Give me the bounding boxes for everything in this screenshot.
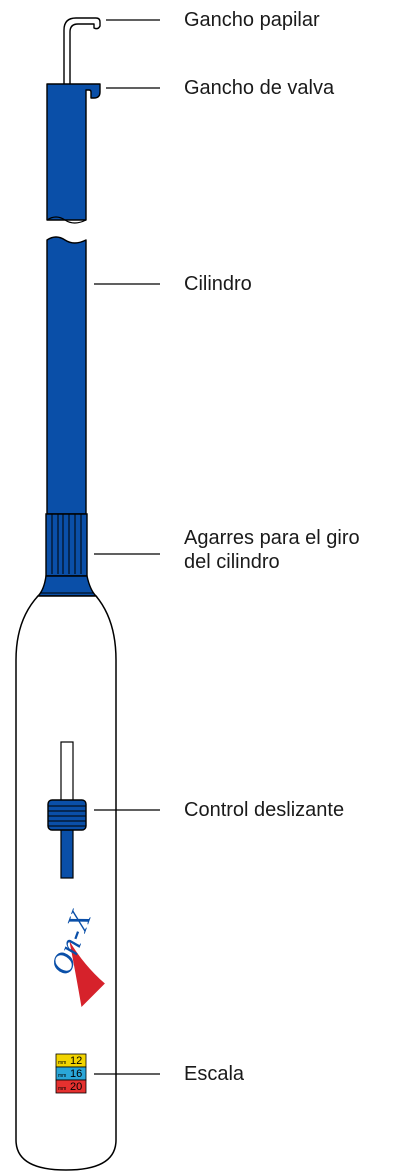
slider-knob[interactable] (47, 799, 87, 831)
label-cylinder: Cilindro (184, 273, 252, 295)
svg-text:mm: mm (58, 1073, 66, 1079)
rotation-grips (36, 513, 98, 597)
svg-text:20: 20 (70, 1081, 82, 1093)
svg-text:16: 16 (70, 1068, 82, 1080)
papillary-hook (63, 17, 101, 87)
handle-body (15, 595, 117, 1171)
label-scale: Escala (184, 1063, 245, 1085)
leader-lines (94, 19, 160, 1075)
scale-marker: 12 16 20 mm mm mm (55, 1053, 87, 1094)
cylinder-upper (46, 83, 101, 221)
svg-text:12: 12 (70, 1055, 82, 1067)
slider-track (60, 741, 74, 803)
label-grips-line1: Agarres para el giro (184, 527, 360, 549)
label-grips: Agarres para el giro del cilindro (184, 526, 360, 574)
label-valve-hook: Gancho de valva (184, 77, 335, 99)
label-papillary-hook: Gancho papilar (184, 9, 320, 31)
svg-text:mm: mm (58, 1086, 66, 1092)
break-mark-top (46, 216, 87, 224)
label-slider: Control deslizante (184, 799, 345, 821)
cylinder-lower (46, 236, 87, 515)
svg-text:mm: mm (58, 1060, 66, 1066)
label-grips-line2: del cilindro (184, 551, 280, 573)
